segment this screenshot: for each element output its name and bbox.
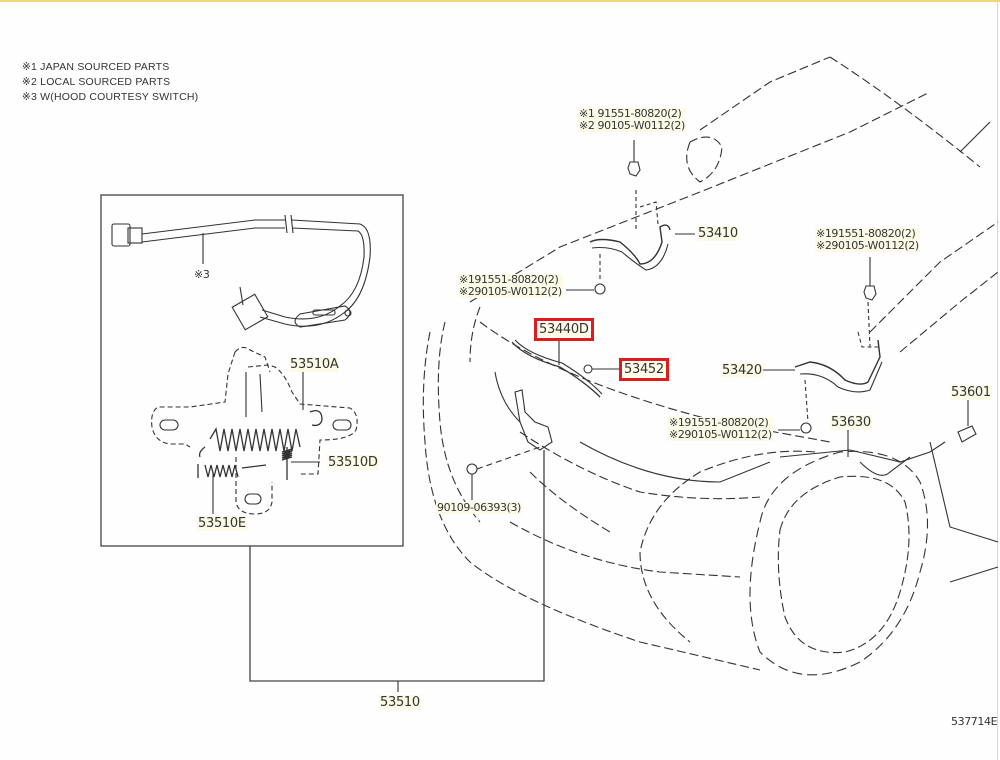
- courtesy-switch-wire: [111, 214, 371, 331]
- part-53601-label[interactable]: 53601: [950, 385, 992, 400]
- car-body-solid: [494, 121, 999, 583]
- hood-latch: [151, 346, 358, 515]
- note-japan-sourced: ※1 JAPAN SOURCED PARTS: [22, 61, 170, 73]
- car-body: [422, 56, 999, 676]
- bolt-label-53410-bottom[interactable]: ※191551-80820(2) ※290105-W0112(2): [458, 273, 563, 298]
- wire-ref-label: ※3: [194, 268, 210, 281]
- legend-notes: ※1 JAPAN SOURCED PARTS ※2 LOCAL SOURCED …: [22, 60, 198, 105]
- note-courtesy-switch: ※3 W(HOOD COURTESY SWITCH): [22, 91, 199, 103]
- screw-90109-label[interactable]: 90109-06393(3): [436, 501, 522, 514]
- page-edge: [997, 2, 998, 760]
- hood-release-cable: [511, 339, 620, 398]
- part-53410-label[interactable]: 53410: [697, 226, 739, 241]
- spring-53510a: [198, 409, 323, 458]
- note-local-sourced: ※2 LOCAL SOURCED PARTS: [22, 76, 171, 88]
- spring-53510d: [281, 447, 293, 480]
- leader-bracket-53510: [249, 450, 545, 682]
- part-53440d-label[interactable]: 53440D: [534, 318, 594, 341]
- bolt-label-53420-top[interactable]: ※191551-80820(2) ※290105-W0112(2): [815, 227, 920, 252]
- courtesy-switch-53601: [957, 400, 977, 443]
- part-53510a-label[interactable]: 53510A: [289, 357, 340, 372]
- part-53510e-label[interactable]: 53510E: [197, 516, 247, 531]
- part-53510-label[interactable]: 53510: [379, 695, 421, 710]
- part-53452-label[interactable]: 53452: [619, 358, 669, 381]
- hood-lock: [466, 389, 553, 500]
- part-53420-label[interactable]: 53420: [721, 363, 763, 378]
- diagram-id-label: 537714E: [951, 715, 998, 728]
- bolt-label-53420-bottom[interactable]: ※191551-80820(2) ※290105-W0112(2): [668, 416, 773, 441]
- bolt-label-53410-top[interactable]: ※1 91551-80820(2) ※2 90105-W0112(2): [578, 107, 686, 132]
- spring-53510e: [197, 464, 267, 478]
- hood-hinge-53410: [566, 140, 695, 295]
- part-53510d-label[interactable]: 53510D: [327, 455, 379, 470]
- detail-inset-box: [100, 194, 404, 547]
- part-53630-label[interactable]: 53630: [830, 415, 872, 430]
- hood-hinge-53420: [762, 257, 883, 434]
